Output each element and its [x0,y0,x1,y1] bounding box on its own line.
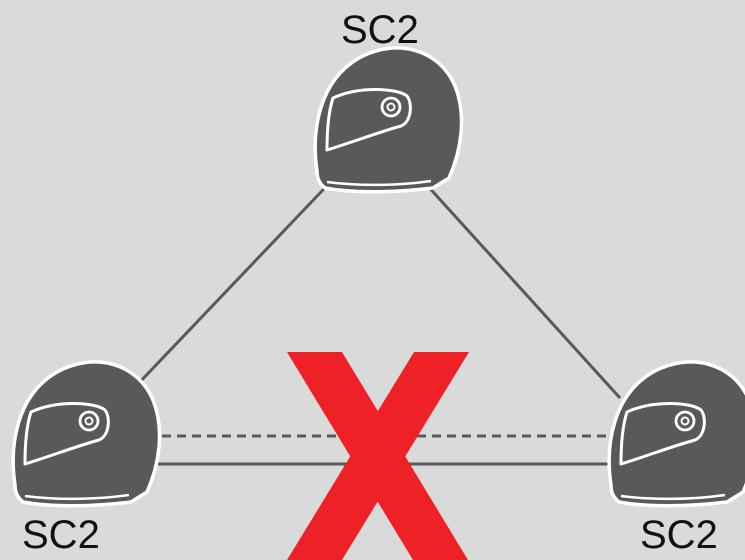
node-label-top: SC2 [341,8,419,52]
helmet-top-icon [313,46,464,194]
node-label-right: SC2 [640,513,718,557]
helmet-left-icon [11,360,162,508]
link-top-right [413,170,622,400]
helmet-right-icon [607,360,745,508]
link-top-left [135,170,342,387]
x-mark-icon [287,352,469,560]
node-label-left: SC2 [22,513,100,557]
